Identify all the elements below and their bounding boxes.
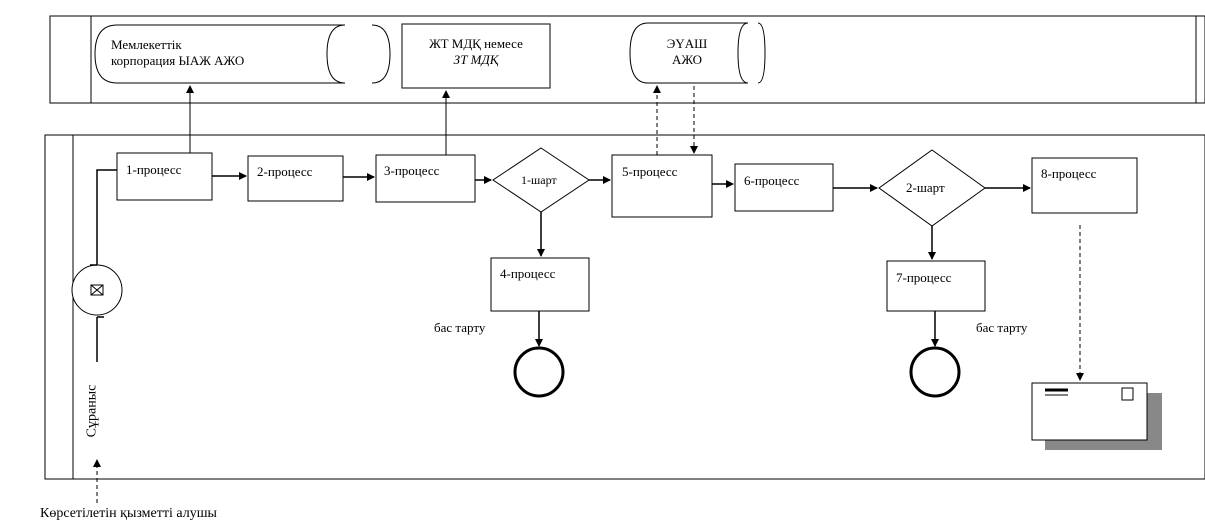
process-1-box (116, 152, 213, 201)
process-3-label: 3-процесс (384, 163, 440, 178)
system1-line2: корпорация ЫАЖ АЖО (111, 53, 245, 68)
recipient-label: Көрсетілетін қызметті алушы (40, 506, 217, 521)
system2-label: ЖТ МДҚ немесе ЗТ МДҚ (402, 36, 550, 68)
process-4-label: 4-процесс (500, 266, 556, 281)
process-7-label: 7-процесс (896, 270, 952, 285)
system2-line1: ЖТ МДҚ немесе (429, 36, 523, 51)
lane-label: Сұраныс (84, 384, 100, 438)
top-pool (49, 15, 1205, 104)
process-2-box (247, 155, 344, 202)
system1-label: Мемлекеттік корпорация ЫАЖ АЖО (111, 37, 244, 69)
process-3-box (375, 154, 476, 203)
process-6-label: 6-процесс (744, 173, 800, 188)
system2-box (401, 23, 551, 89)
end-event-2 (909, 346, 961, 398)
system2-line2: ЗТ МДҚ (453, 52, 499, 67)
reject-label-1: бас тарту (434, 320, 486, 335)
bottom-pool (44, 134, 1205, 480)
gateway-1-label: 1-шарт (521, 173, 557, 187)
end-event-1 (513, 346, 565, 398)
system1-line1: Мемлекеттік (111, 37, 182, 52)
process-5-label: 5-процесс (622, 164, 678, 179)
system3-shape (629, 22, 749, 84)
process-5-box (611, 154, 713, 218)
system3-label: ЭҮАШ АЖО (642, 36, 732, 68)
system3-line2: АЖО (671, 52, 703, 67)
process-1-label: 1-процесс (126, 162, 182, 177)
reject-label-2: бас тарту (976, 320, 1028, 335)
process-2-label: 2-процесс (257, 164, 313, 179)
envelope-message-icon (1031, 382, 1162, 450)
process-7-box (886, 260, 986, 312)
gateway-2-label: 2-шарт (906, 180, 945, 195)
system3-line1: ЭҮАШ (666, 36, 708, 51)
envelope-start-event-icon (90, 284, 104, 296)
process-8-label: 8-процесс (1041, 166, 1097, 181)
flow-start-to-p1 (96, 169, 117, 265)
process-8-box (1031, 157, 1138, 214)
system1-shape (94, 24, 346, 84)
process-4-box (490, 257, 590, 312)
